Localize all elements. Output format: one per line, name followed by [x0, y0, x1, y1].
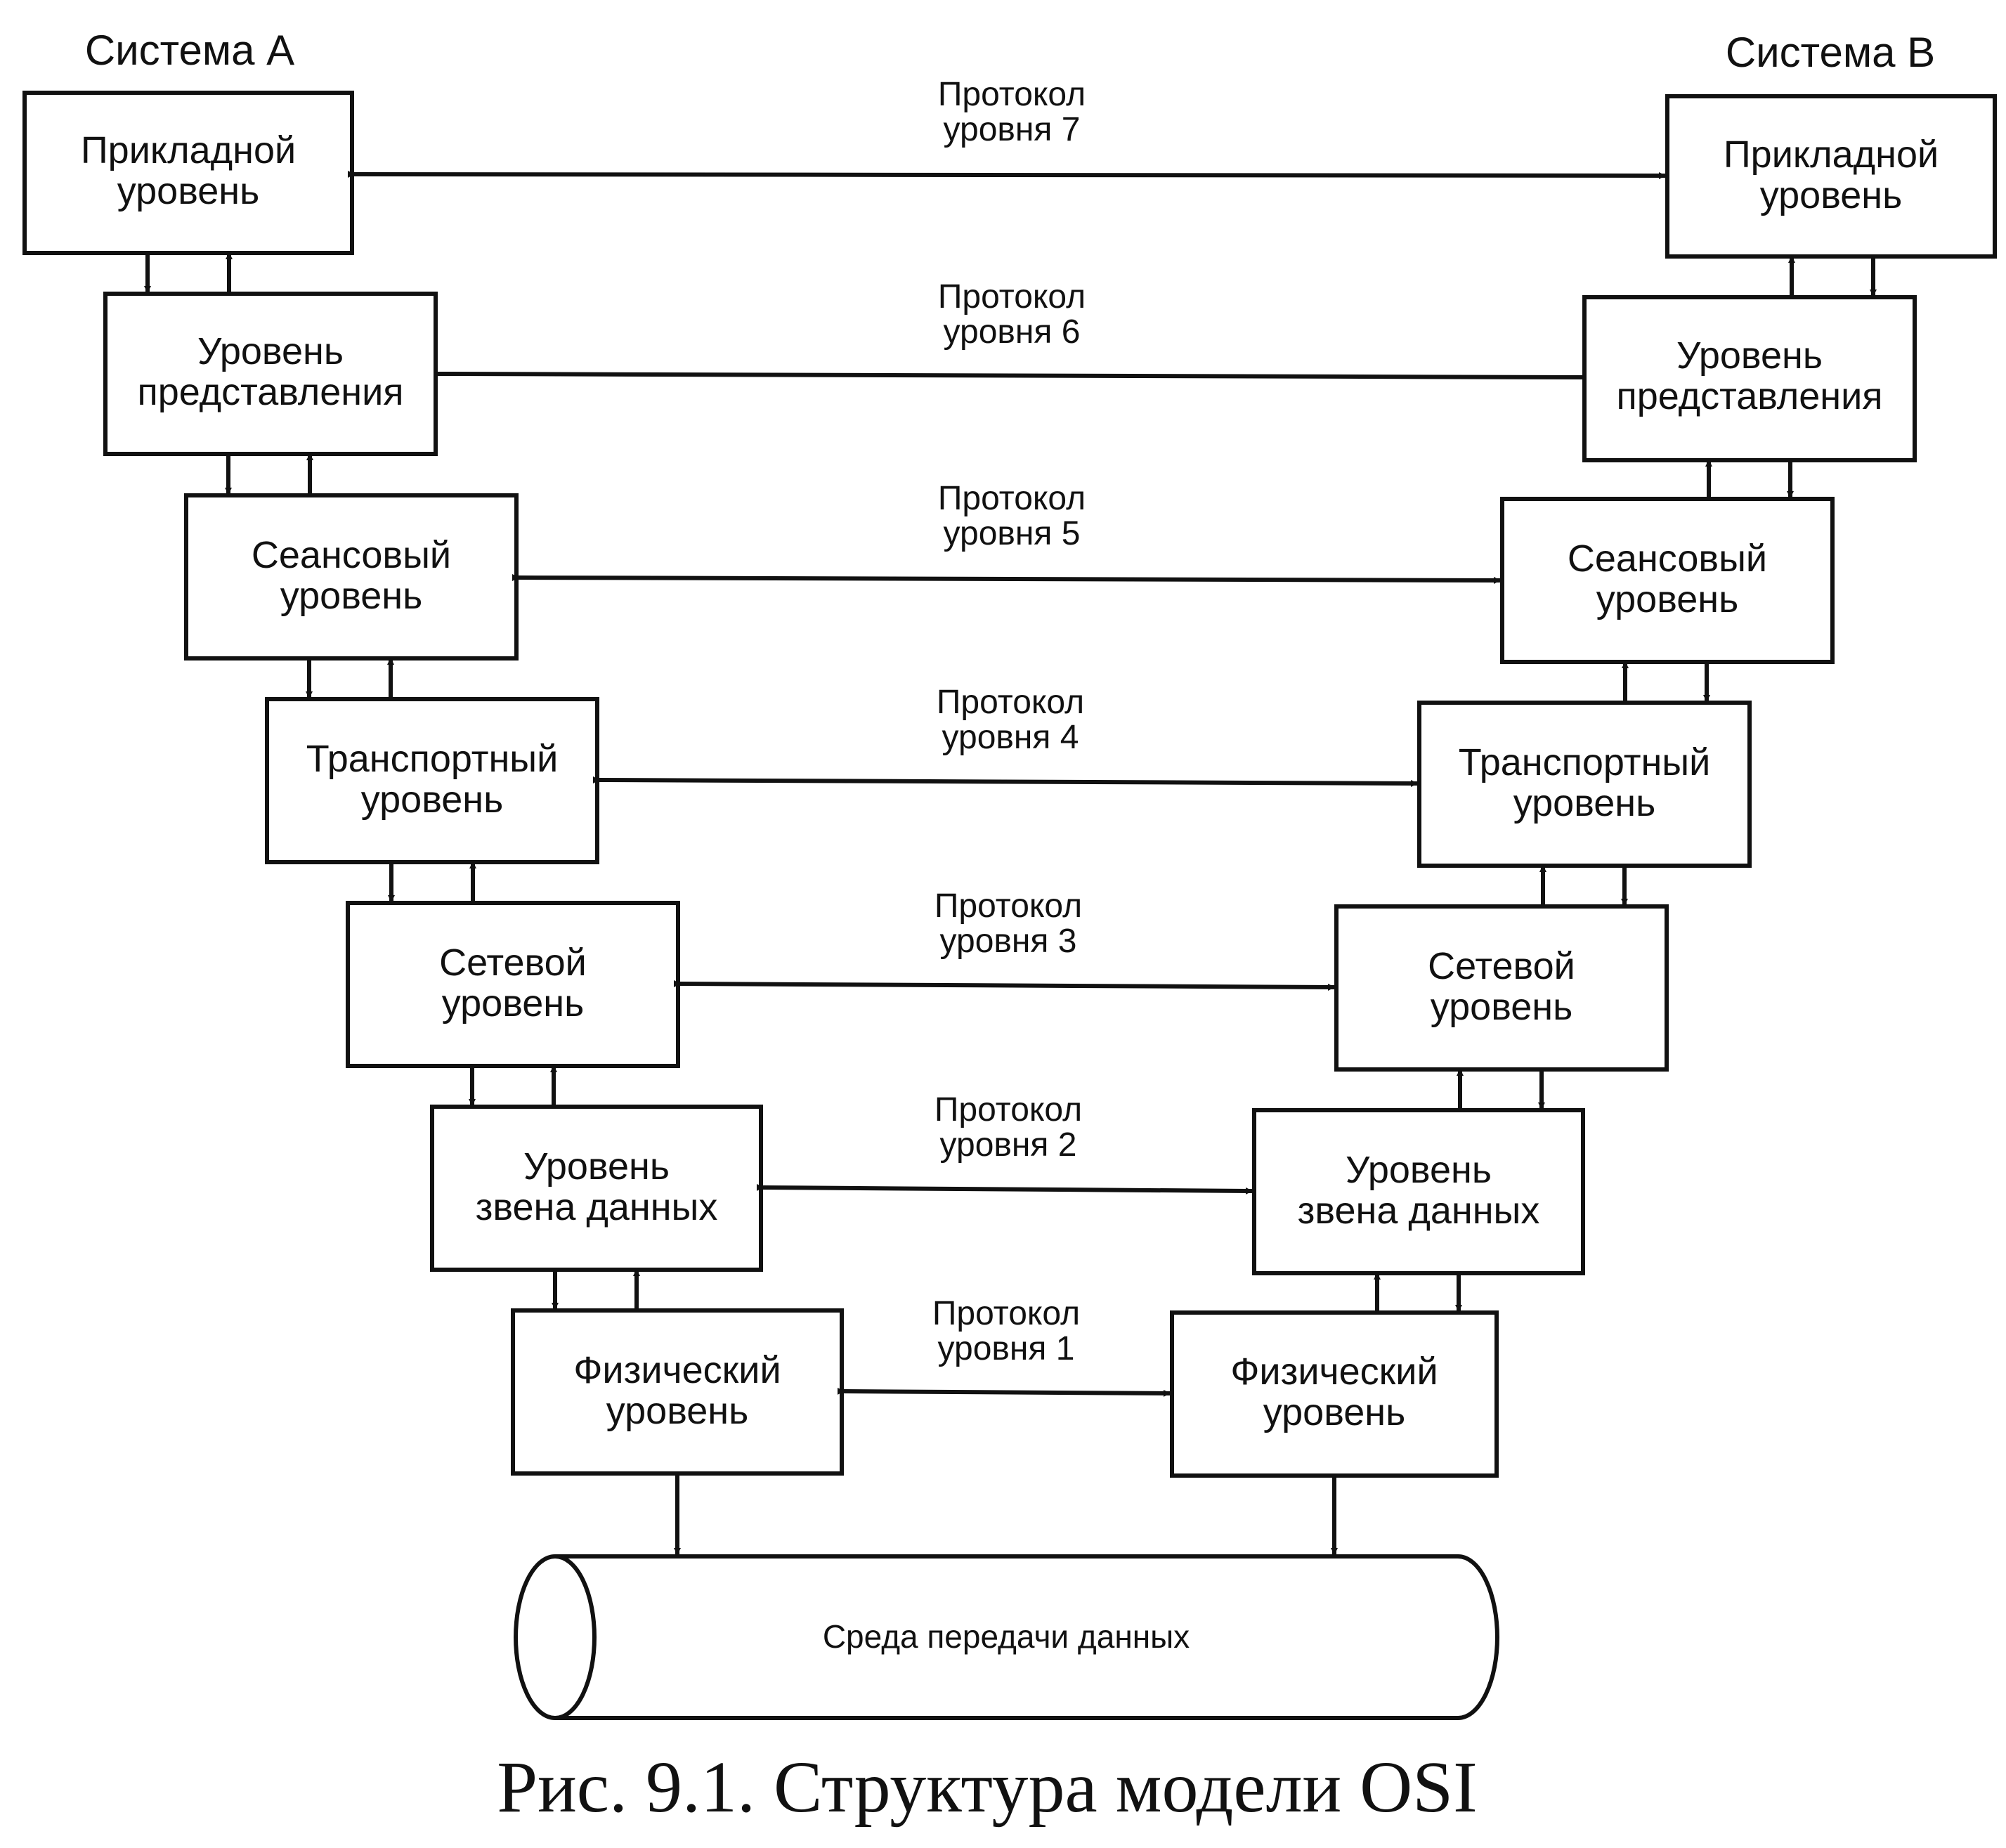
system-a-layer-2-label-line2: звена данных — [476, 1186, 718, 1228]
protocol-1-label-line2: уровня 1 — [938, 1330, 1075, 1367]
system-a-layer-2-label-line1: Уровень — [523, 1145, 670, 1187]
system-a-layer-4-label-line1: Транспортный — [306, 738, 559, 780]
system-b-vertical-arrows — [1331, 256, 1877, 1555]
system-a-presentation-layer-box — [103, 292, 438, 456]
figure-caption: Рис. 9.1. Структура модели OSI — [497, 1747, 1477, 1828]
system-b-layer-3-label-line2: уровень — [1431, 986, 1573, 1028]
layer-3-row: Сетевой уровень Сетевой уровень Протокол… — [346, 887, 1669, 1072]
system-b-layer-6-label-line2: представления — [1616, 375, 1882, 417]
system-b-layer-6-label-line1: Уровень — [1676, 334, 1823, 377]
system-a-network-layer-box — [346, 901, 680, 1068]
system-a-layer-6-label-line2: представления — [137, 371, 403, 413]
protocol-4-label-line1: Протокол — [937, 684, 1084, 721]
system-a-layer-5-label-line1: Сеансовый — [252, 534, 451, 576]
protocol-1-label-line1: Протокол — [932, 1295, 1080, 1332]
system-b-layer-1-label-line1: Физический — [1230, 1351, 1438, 1393]
system-b-network-layer-box — [1334, 904, 1669, 1072]
layer-5-row: Сеансовый уровень Сеансовый уровень Прот… — [184, 480, 1835, 664]
protocol-6-line — [435, 372, 1585, 379]
system-b-layer-5-label-line1: Сеансовый — [1568, 538, 1767, 580]
medium-label: Среда передачи данных — [823, 1618, 1190, 1655]
protocol-6-label-line2: уровня 6 — [944, 313, 1081, 351]
system-a-layer-6-label-line1: Уровень — [197, 330, 344, 372]
system-b-layer-7-label-line1: Прикладной — [1724, 134, 1939, 176]
system-a-layer-3-label-line1: Сетевой — [439, 942, 587, 984]
system-b-layer-2-label-line2: звена данных — [1298, 1190, 1540, 1232]
transmission-medium-cylinder: Среда передачи данных — [514, 1554, 1499, 1720]
protocol-7-arrow — [347, 170, 1666, 179]
system-b-layer-7-label-line2: уровень — [1760, 174, 1903, 216]
system-a-layer-4-label-line2: уровень — [361, 779, 504, 821]
protocol-2-label-line2: уровня 2 — [940, 1126, 1077, 1164]
protocol-3-arrow — [673, 980, 1335, 991]
system-a-vertical-arrows — [144, 252, 681, 1555]
protocol-2-label-line1: Протокол — [934, 1091, 1082, 1128]
system-b-physical-layer-box — [1170, 1310, 1499, 1478]
system-a-session-layer-box — [184, 493, 519, 661]
layer-4-row: Транспортный уровень Транспортный уровен… — [265, 684, 1752, 868]
system-b-presentation-layer-box — [1582, 295, 1917, 462]
system-b-layer-1-label-line2: уровень — [1263, 1391, 1406, 1433]
protocol-6-label-line1: Протокол — [938, 278, 1086, 315]
system-b-transport-layer-box — [1417, 701, 1752, 868]
protocol-3-label-line1: Протокол — [934, 887, 1082, 925]
protocol-5-arrow — [512, 573, 1501, 584]
protocol-7-label-line2: уровня 7 — [944, 111, 1081, 148]
system-b-session-layer-box — [1500, 497, 1835, 664]
protocol-5-label-line1: Протокол — [938, 480, 1086, 517]
protocol-3-label-line2: уровня 3 — [940, 923, 1077, 960]
system-a-title: Система A — [85, 27, 294, 74]
layer-2-row: Уровень звена данных Уровень звена данны… — [430, 1091, 1585, 1275]
protocol-4-arrow — [592, 776, 1418, 787]
cylinder-body — [555, 1554, 1499, 1720]
system-b-title: Система B — [1726, 29, 1935, 76]
system-b-layer-4-label-line2: уровень — [1513, 782, 1656, 824]
system-a-layer-7-label-line2: уровень — [117, 170, 260, 212]
protocol-1-arrow — [837, 1387, 1171, 1397]
cylinder-end-cap — [514, 1554, 597, 1720]
protocol-4-label-line2: уровня 4 — [942, 719, 1079, 756]
protocol-2-arrow — [756, 1183, 1253, 1195]
system-a-layer-3-label-line2: уровень — [442, 982, 585, 1024]
layer-6-row: Уровень представления Уровень представле… — [103, 278, 1917, 462]
protocol-5-label-line2: уровня 5 — [944, 515, 1081, 552]
system-b-data-link-layer-box — [1252, 1108, 1585, 1275]
layer-1-row: Физический уровень Физический уровень Пр… — [511, 1295, 1499, 1478]
system-a-layer-1-label-line1: Физический — [573, 1349, 781, 1391]
system-b-layer-2-label-line1: Уровень — [1346, 1149, 1492, 1191]
system-a-application-layer-box — [22, 91, 354, 255]
system-b-application-layer-box — [1665, 94, 1997, 259]
system-a-layer-7-label-line1: Прикладной — [81, 129, 296, 171]
layer-7-row: Прикладной уровень Прикладной уровень Пр… — [22, 76, 1997, 259]
system-a-layer-1-label-line2: уровень — [606, 1390, 749, 1432]
system-b-layer-3-label-line1: Сетевой — [1428, 945, 1575, 987]
system-a-transport-layer-box — [265, 697, 599, 864]
system-b-layer-5-label-line2: уровень — [1596, 578, 1739, 620]
protocol-7-label-line1: Протокол — [938, 76, 1086, 113]
system-b-layer-4-label-line1: Транспортный — [1459, 741, 1711, 783]
system-a-layer-5-label-line2: уровень — [280, 575, 423, 617]
